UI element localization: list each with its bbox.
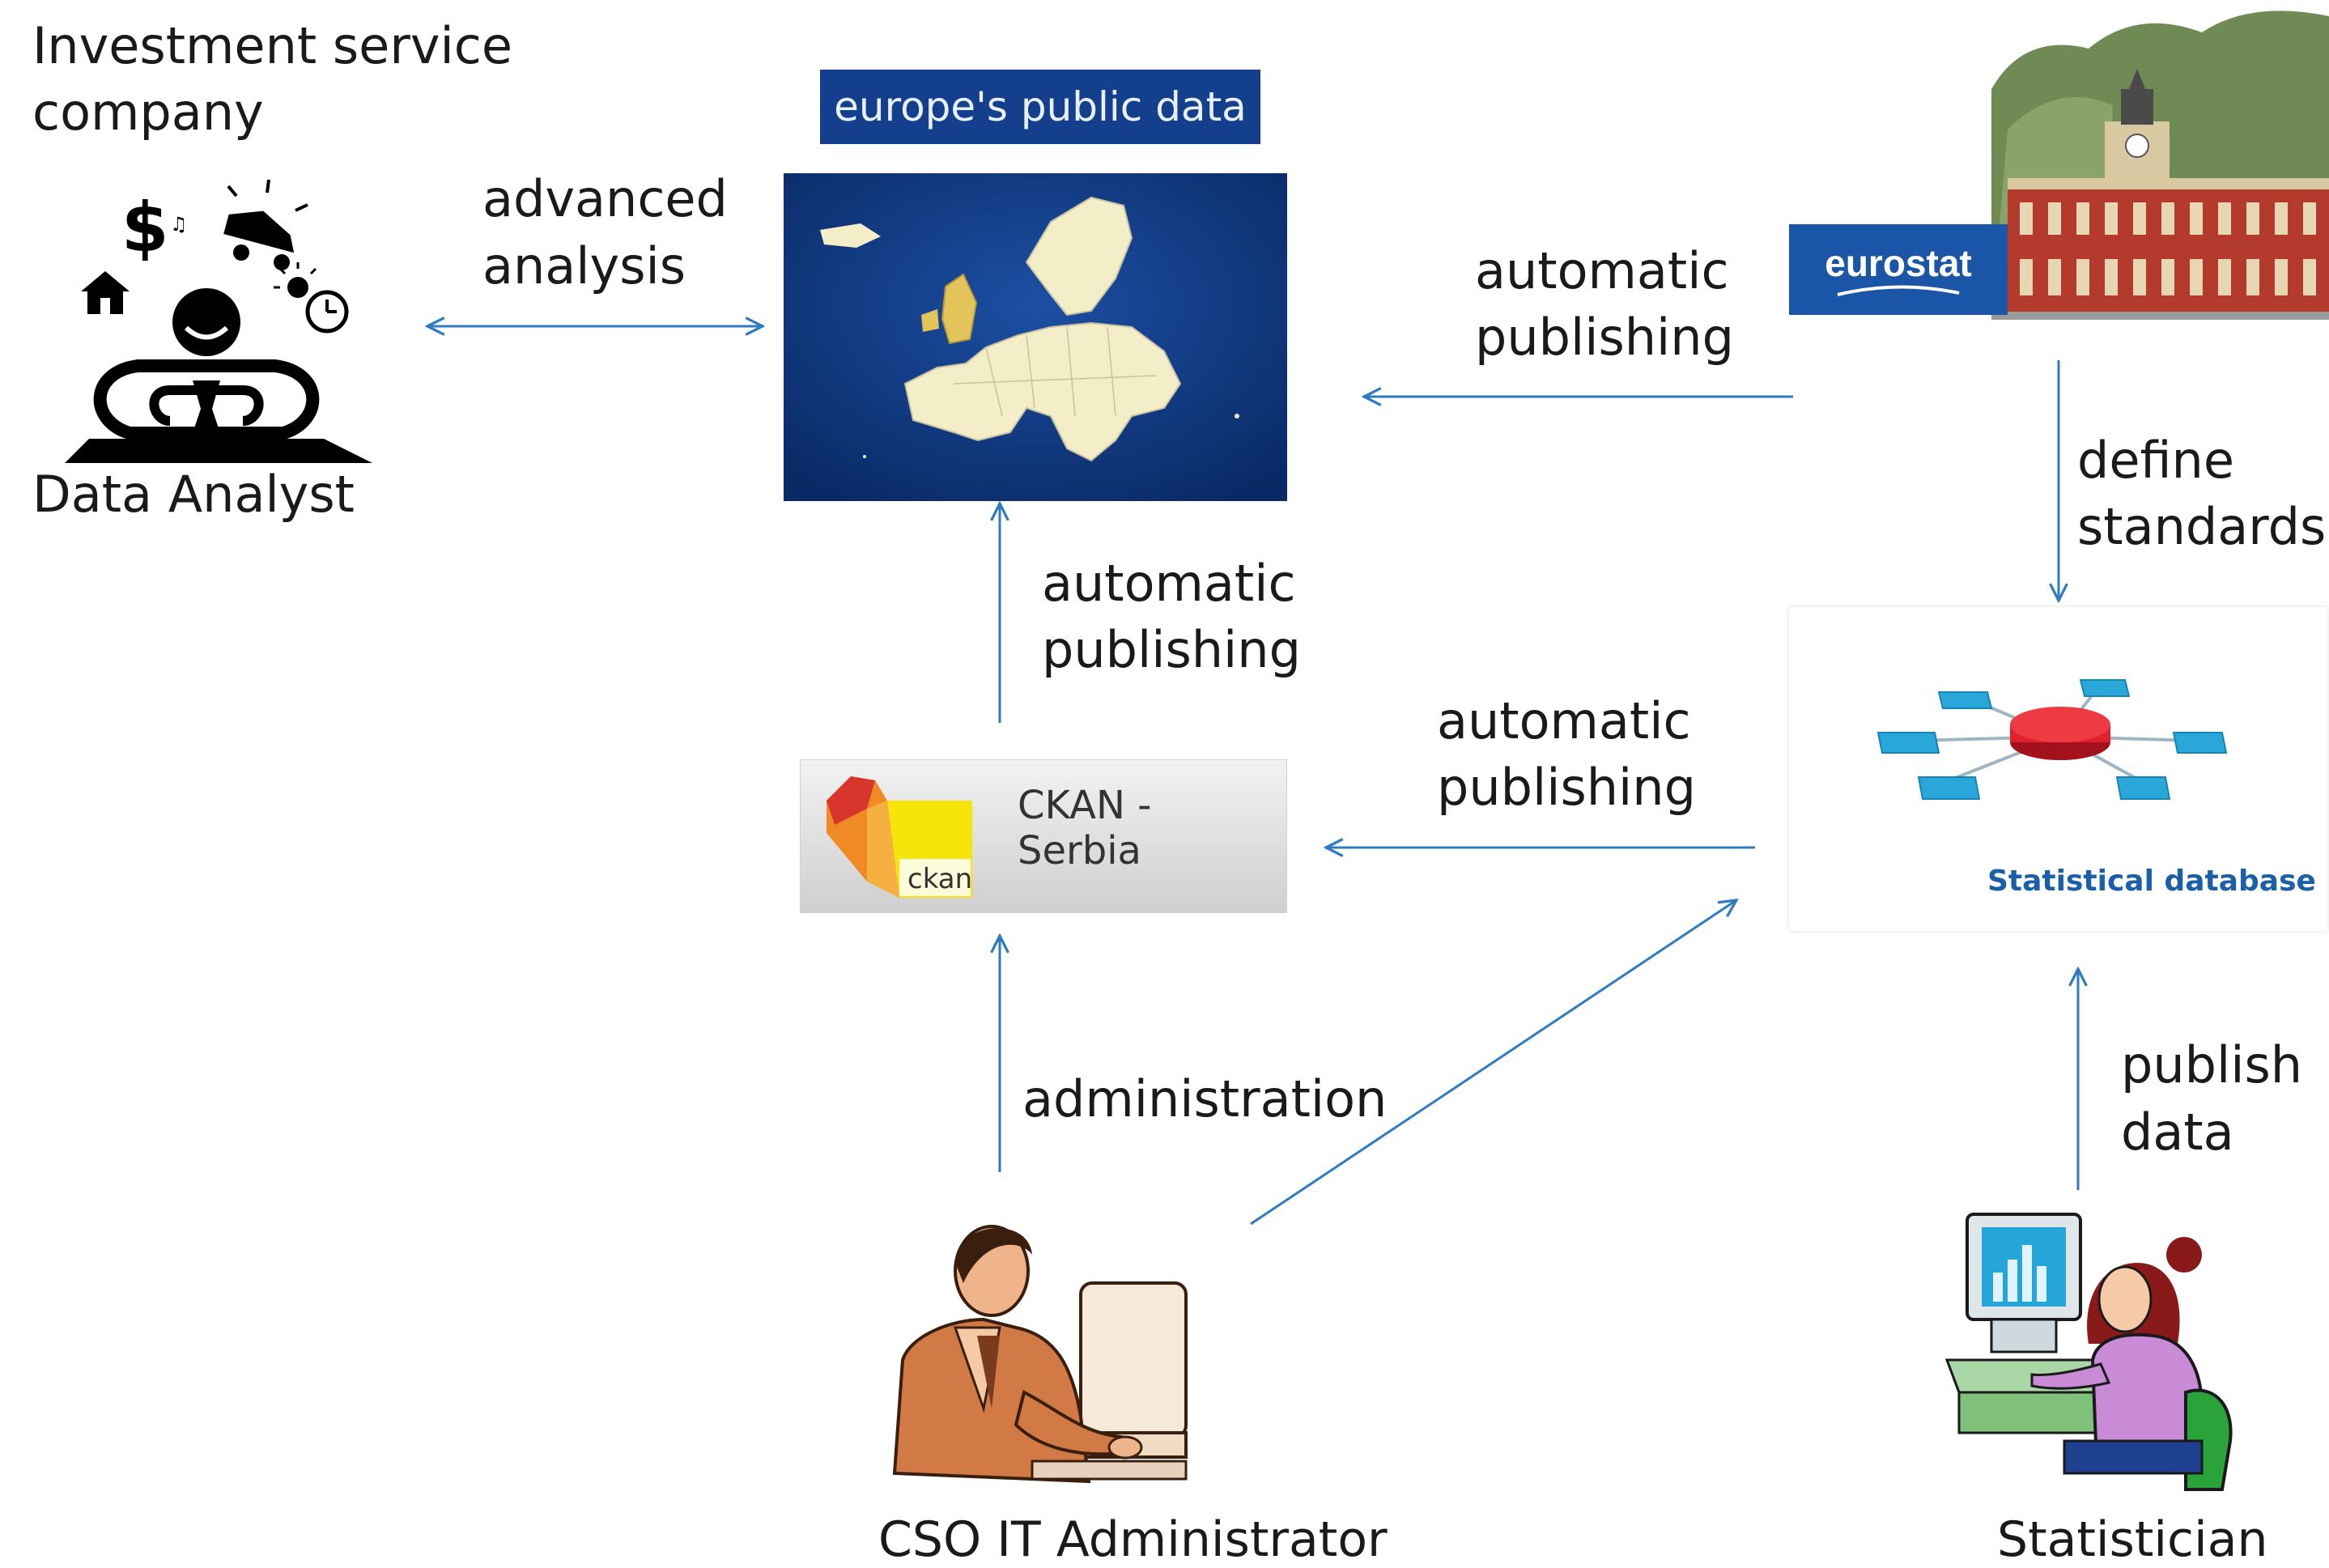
it-administrator-icon	[892, 1225, 1188, 1484]
europe-map	[784, 173, 1287, 501]
eurostat-logo: eurostat	[1789, 224, 2008, 315]
edge-db-ckan-line1: automatic	[1437, 691, 1691, 750]
it-administrator-label: CSO IT Administrator	[878, 1511, 1388, 1568]
ckan-logo-text: ckan	[907, 863, 972, 895]
eurostat-building	[1991, 11, 2329, 320]
stat-db-network-icon	[1876, 679, 2228, 800]
edge-eurostat-portal-line1: automatic	[1475, 241, 1729, 300]
statistician-label: Statistician	[1997, 1511, 2268, 1568]
ckan-panel: ckan CKAN - Serbia	[800, 759, 1287, 913]
edge-publish-data-line1: publish	[2121, 1035, 2303, 1094]
arrow-admin-db	[1250, 900, 1736, 1226]
edge-eurostat-portal-line2: publishing	[1475, 308, 1734, 367]
edge-define-standards-line1: define	[2077, 431, 2234, 490]
statistician-icon	[1944, 1213, 2233, 1491]
stat-db-caption: Statistical database	[1987, 865, 2316, 898]
eurostat-logo-text: eurostat	[1825, 242, 1972, 284]
company-label-line2: company	[32, 83, 264, 142]
edge-publish-data-line2: data	[2121, 1103, 2234, 1162]
ckan-logo-icon: ckan	[827, 776, 972, 898]
data-analyst-label: Data Analyst	[32, 465, 355, 524]
company-label-line1: Investment service	[32, 16, 512, 75]
edge-define-standards-line2: standards	[2077, 497, 2327, 556]
edge-ckan-portal-line2: publishing	[1042, 620, 1301, 679]
svg-text:♫: ♫	[170, 213, 188, 236]
edge-administration: administration	[1022, 1069, 1388, 1128]
stat-db-panel: Statistical database	[1789, 607, 2327, 931]
ckan-title: CKAN - Serbia	[1018, 783, 1152, 873]
eurostat-swoosh-icon	[1837, 285, 1960, 296]
svg-text:$: $	[121, 188, 168, 267]
data-analyst-icon: $ ♫	[65, 179, 372, 463]
edge-ckan-portal-line1: automatic	[1042, 554, 1296, 613]
edge-advanced-analysis-line2: analysis	[482, 236, 686, 295]
edge-advanced-analysis-line1: advanced	[482, 169, 728, 228]
edge-db-ckan-line2: publishing	[1437, 758, 1696, 817]
europe-portal-banner-text: europe's public data	[834, 83, 1247, 130]
europe-portal-banner: europe's public data	[820, 70, 1260, 144]
